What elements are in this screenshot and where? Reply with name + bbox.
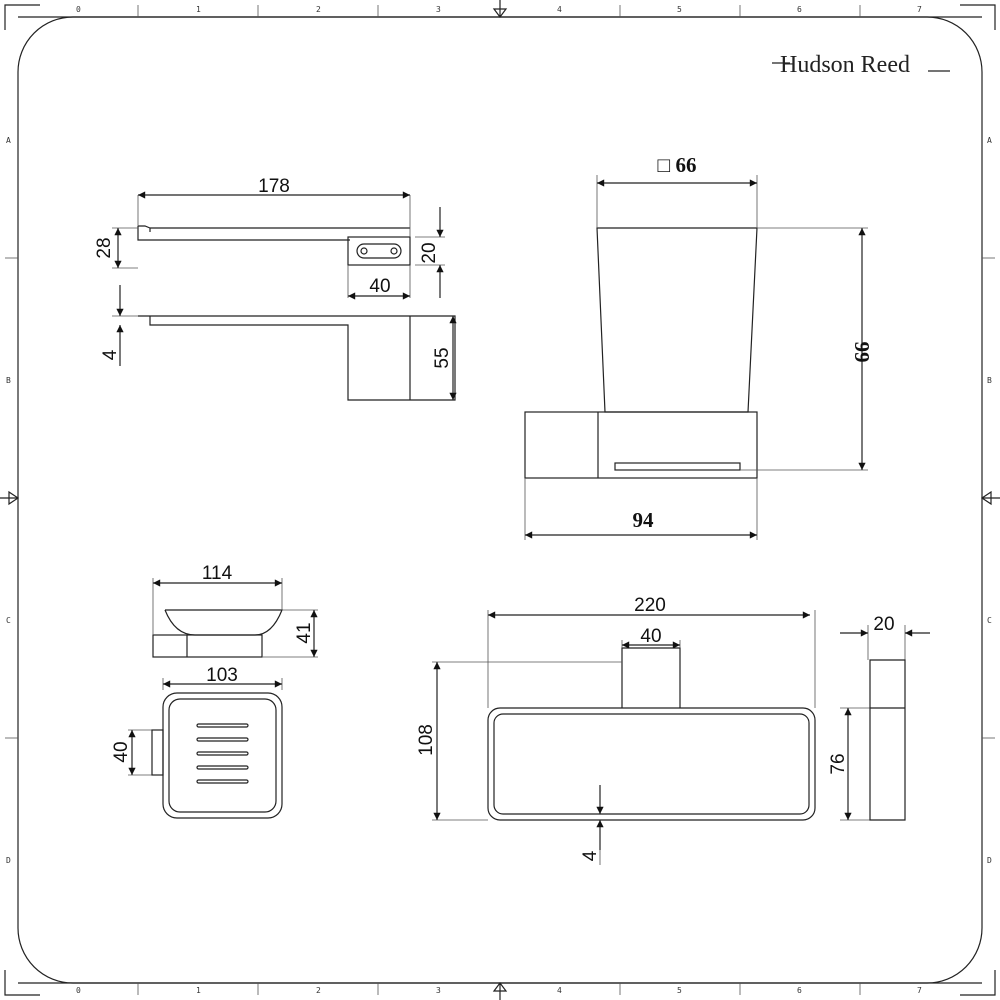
ruler-col: 3 <box>436 5 441 14</box>
ruler-col: 5 <box>677 986 682 995</box>
dim-base-width: 94 <box>633 508 655 532</box>
ruler-row: D <box>987 856 992 865</box>
dim-rail-thickness: 4 <box>580 850 601 861</box>
center-arrow-bottom <box>492 982 508 1000</box>
dim-dish-height: 41 <box>294 622 315 643</box>
brand-logo: Hudson Reed <box>772 52 950 78</box>
dim-side-depth: 20 <box>873 614 894 635</box>
dim-length: 178 <box>258 176 290 197</box>
ruler-row: A <box>987 136 992 145</box>
dim-inner-width: 103 <box>206 665 238 686</box>
center-arrow-right <box>980 490 1000 506</box>
ruler-col: 6 <box>797 986 802 995</box>
ruler-col: 6 <box>797 5 802 14</box>
dim-rail-height: 108 <box>416 724 437 756</box>
dim-plate-width: 40 <box>369 276 390 297</box>
center-arrow-left <box>0 490 20 506</box>
ruler-col: 4 <box>557 5 562 14</box>
towel-rail-drawing: 220 40 108 4 20 76 <box>416 595 930 865</box>
ruler-col: 0 <box>76 986 81 995</box>
dim-depth: 55 <box>432 347 453 368</box>
ruler-row: C <box>987 616 992 625</box>
ruler-row: B <box>6 376 11 385</box>
dim-side-height: 76 <box>828 753 849 774</box>
ruler-row: C <box>6 616 11 625</box>
ruler-col: 0 <box>76 5 81 14</box>
dim-bracket: 40 <box>640 626 661 647</box>
ruler-col: 2 <box>316 986 321 995</box>
dim-rail-width: 220 <box>634 595 666 616</box>
ruler-col: 3 <box>436 986 441 995</box>
ruler-col: 1 <box>196 986 201 995</box>
dim-cup-height: 99 <box>850 342 874 363</box>
center-arrow-top <box>492 0 508 18</box>
ruler-row: D <box>6 856 11 865</box>
ruler-col: 7 <box>917 5 922 14</box>
ruler-col: 7 <box>917 986 922 995</box>
ruler-row: B <box>987 376 992 385</box>
ruler-row: A <box>6 136 11 145</box>
svg-text:Hudson Reed: Hudson Reed <box>780 52 910 78</box>
holder-arm-drawing: 178 28 20 40 4 55 <box>94 176 457 401</box>
dim-dish-width: 114 <box>202 563 233 584</box>
ruler-col: 4 <box>557 986 562 995</box>
dim-thickness: 4 <box>100 349 121 360</box>
soap-dish-drawing: 114 41 103 40 <box>111 563 318 819</box>
dim-height: 28 <box>94 237 115 258</box>
ruler-col: 5 <box>677 5 682 14</box>
dim-cup-width: □ 66 <box>658 153 697 177</box>
tumbler-holder-drawing: □ 66 99 94 <box>524 153 874 540</box>
dim-plate-height: 20 <box>419 242 440 263</box>
ruler-col: 2 <box>316 5 321 14</box>
ruler-col: 1 <box>196 5 201 14</box>
dim-mount: 40 <box>111 741 132 762</box>
